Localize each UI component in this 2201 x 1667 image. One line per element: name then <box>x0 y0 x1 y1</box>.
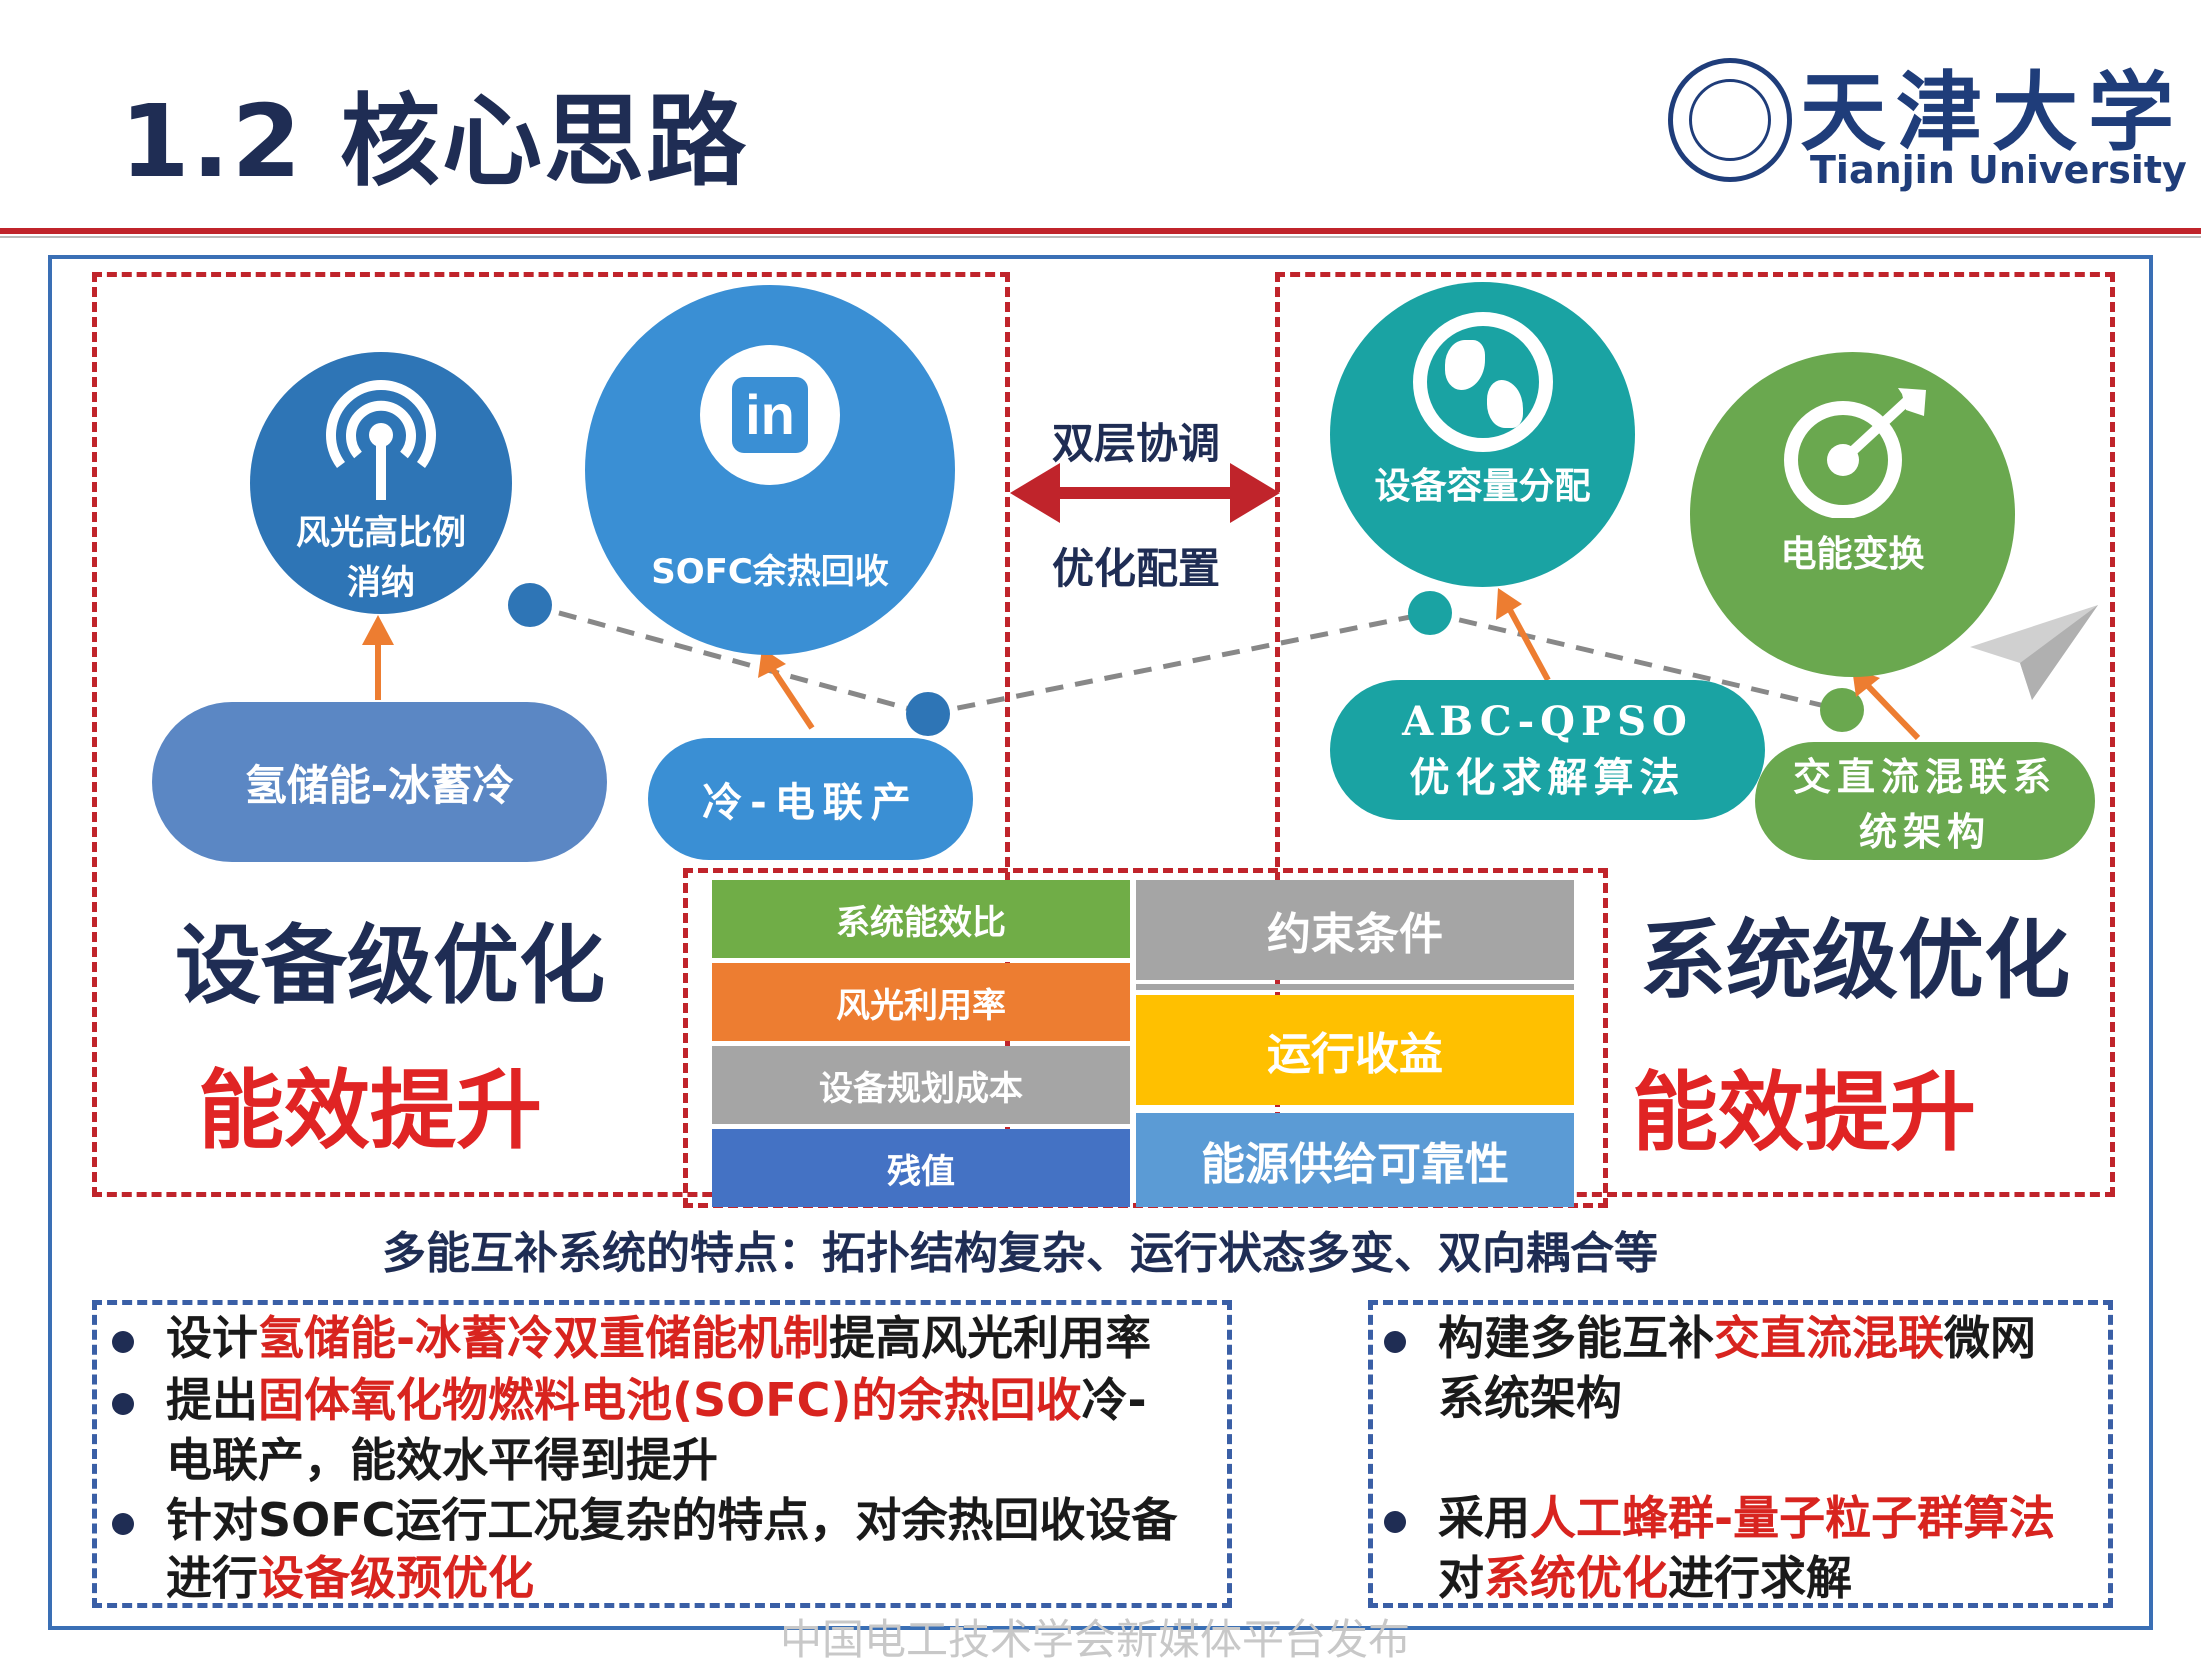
bullet-text: 提高风光利用率 <box>829 1311 1152 1365</box>
supply-reliability: 能源供给可靠性 <box>1136 1113 1574 1207</box>
target-icon <box>1784 388 1926 518</box>
watermark: 中国电工技术学会新媒体平台发布 <box>780 1615 1411 1664</box>
bullet-highlight: 交直流混联 <box>1714 1311 1944 1365</box>
left-bullet-2-cont: 电联产，能效水平得到提升 <box>166 1433 718 1487</box>
architecture-pill-label-1: 交直流混联系 <box>1792 755 2057 799</box>
capacity-circle: 设备容量分配 <box>1330 282 1635 587</box>
bullet-highlight: 固体氧化物燃料电池(SOFC)的余热回收 <box>258 1373 1082 1427</box>
right-bullets-box <box>1368 1300 2113 1608</box>
device-level-title: 设备级优化 <box>175 916 605 1016</box>
objective-planning-cost: 设备规划成本 <box>712 1046 1130 1124</box>
constraint-divider <box>1136 984 1574 990</box>
bullet-dot <box>1384 1330 1406 1353</box>
sofc-circle: in SOFC余热回收 <box>585 285 955 655</box>
bullet-highlight: 系统优化 <box>1484 1551 1668 1605</box>
bullet-highlight: 氢储能-冰蓄冷双重储能机制 <box>258 1311 830 1365</box>
power-conversion-label: 电能变换 <box>1780 534 1925 575</box>
bullet-text: 构建多能互补 <box>1438 1311 1714 1365</box>
system-efficiency-label: 能效提升 <box>1632 1063 1976 1163</box>
objective-energy-efficiency: 系统能效比 <box>712 880 1130 958</box>
globe-icon <box>1413 312 1553 452</box>
bullet-dot <box>1384 1510 1406 1533</box>
arrow-top-label: 双层协调 <box>1052 419 1221 468</box>
operating-revenue: 运行收益 <box>1136 995 1574 1105</box>
bullet-text: 采用 <box>1438 1491 1530 1545</box>
bullet-highlight: 设备级预优化 <box>258 1551 534 1605</box>
bullet-text: 进行 <box>166 1551 258 1605</box>
logo-chinese-name: 天津大学 <box>1800 62 2184 163</box>
left-bullets-box <box>92 1300 1232 1608</box>
features-line: 多能互补系统的特点：拓扑结构复杂、运行状态多变、双向耦合等 <box>382 1228 1658 1279</box>
left-bullet-1: 设计氢储能-冰蓄冷双重储能机制提高风光利用率 <box>112 1308 1151 1368</box>
right-bullet-1-cont: 系统架构 <box>1438 1371 1622 1425</box>
left-bullet-2: 提出固体氧化物燃料电池(SOFC)的余热回收冷- <box>112 1370 1147 1430</box>
bullet-text: 对 <box>1438 1551 1484 1605</box>
bullet-highlight: 人工蜂群-量子粒子群算法 <box>1530 1491 2056 1545</box>
capacity-label: 设备容量分配 <box>1374 466 1591 507</box>
system-level-box <box>1275 272 2115 1197</box>
algorithm-pill: ABC-QPSO 优化求解算法 <box>1330 680 1765 820</box>
content-frame <box>48 255 2153 1630</box>
wind-solar-label-line2: 消纳 <box>347 563 415 603</box>
bullet-text: 进行求解 <box>1668 1551 1852 1605</box>
objective-residual-value: 残值 <box>712 1129 1130 1207</box>
algorithm-pill-label-2: 优化求解算法 <box>1409 754 1686 801</box>
wind-solar-circle: 风光高比例 消纳 <box>250 352 512 614</box>
sofc-label: SOFC余热回收 <box>651 552 889 592</box>
bullet-text: 设计 <box>166 1311 258 1365</box>
header-divider <box>0 228 2201 234</box>
constraint-conditions: 约束条件 <box>1136 880 1574 980</box>
page-title: 1.2 核心思路 <box>120 83 748 200</box>
objective-utilization: 风光利用率 <box>712 963 1130 1041</box>
power-conversion-circle: 电能变换 <box>1690 352 2015 677</box>
chp-pill-label: 冷-电联产 <box>702 780 919 826</box>
bullet-dot <box>112 1330 134 1353</box>
device-level-box <box>92 272 1010 1197</box>
bullet-dot <box>112 1512 134 1535</box>
right-bullet-1: 构建多能互补交直流混联微网 <box>1384 1308 2036 1368</box>
bullet-text: 针对SOFC运行工况复杂的特点，对余热回收设备 <box>166 1493 1178 1547</box>
bullet-text: 冷- <box>1081 1373 1147 1427</box>
left-bullet-3: 针对SOFC运行工况复杂的特点，对余热回收设备 <box>112 1490 1177 1550</box>
right-bullet-2: 采用人工蜂群-量子粒子群算法 <box>1384 1488 2055 1548</box>
bullet-text: 提出 <box>166 1373 258 1427</box>
wifi-signal-icon <box>326 380 436 500</box>
architecture-pill-label-2: 统架构 <box>1858 810 1991 854</box>
bullet-text: 微网 <box>1944 1311 2036 1365</box>
arrow-bottom-label: 优化配置 <box>1052 544 1221 593</box>
linkedin-icon: in <box>700 345 840 485</box>
university-seal-icon <box>1668 58 1792 182</box>
architecture-pill: 交直流混联系 统架构 <box>1755 742 2095 860</box>
header-divider-shadow <box>0 236 2201 238</box>
chp-pill: 冷-电联产 <box>648 738 973 860</box>
left-bullet-3-cont: 进行设备级预优化 <box>166 1548 534 1608</box>
logo-english-name: Tianjin University <box>1810 148 2187 192</box>
device-efficiency-label: 能效提升 <box>198 1061 542 1161</box>
bullet-dot <box>112 1392 134 1415</box>
algorithm-pill-label-1: ABC-QPSO <box>1402 697 1693 745</box>
right-bullet-2-cont: 对系统优化进行求解 <box>1438 1548 1852 1608</box>
system-level-title: 系统级优化 <box>1640 911 2070 1011</box>
paper-plane-icon <box>1970 605 2098 700</box>
wind-solar-label-line1: 风光高比例 <box>296 513 466 553</box>
storage-pill-label: 氢储能-冰蓄冷 <box>244 760 515 810</box>
storage-pill: 氢储能-冰蓄冷 <box>152 702 607 862</box>
